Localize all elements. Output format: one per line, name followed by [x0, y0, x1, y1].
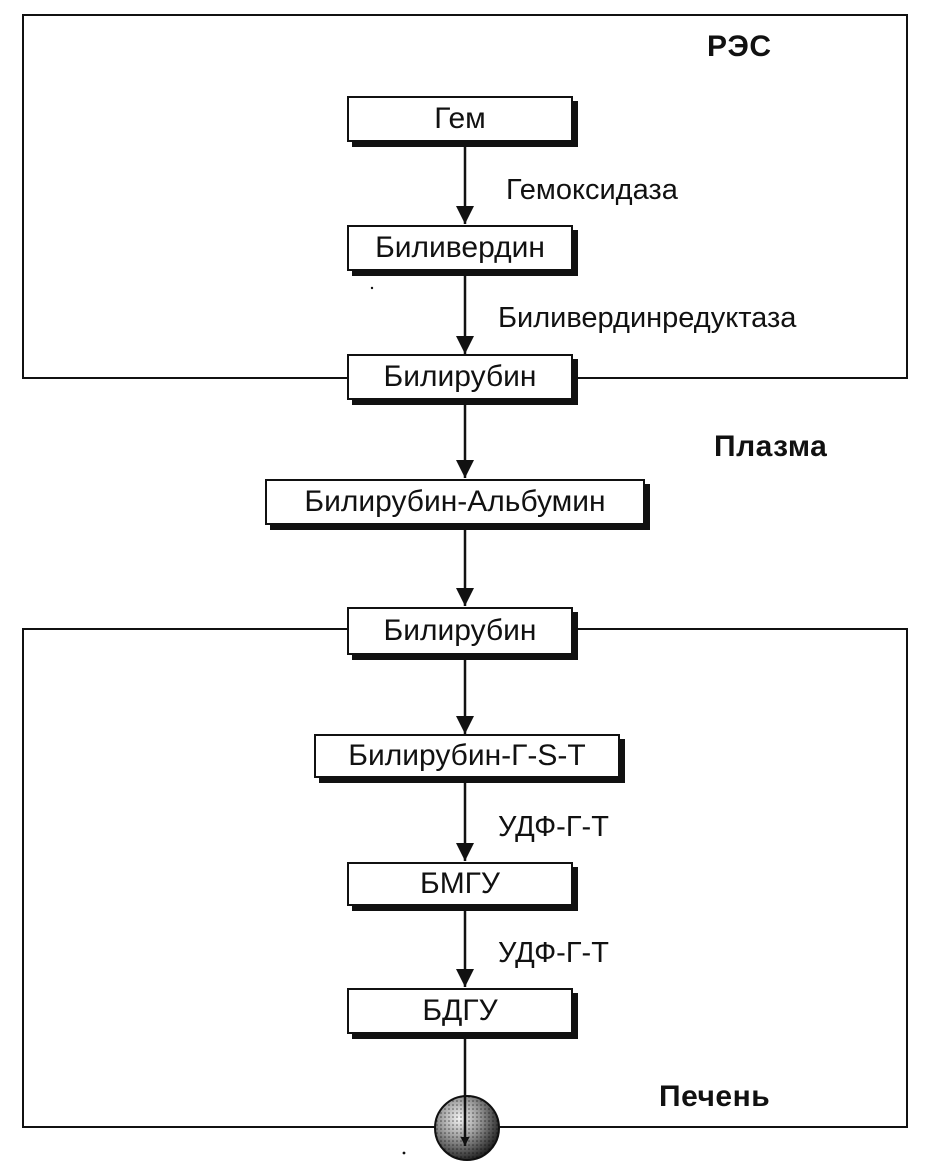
stippled-sphere-icon: [434, 1095, 500, 1161]
node-bilirubin-res: Билирубин: [347, 354, 573, 400]
enzyme-heme-oxygenase: Гемоксидаза: [506, 174, 678, 206]
node-bmgu: БМГУ: [347, 862, 573, 906]
liver-region-label: Печень: [659, 1080, 771, 1113]
node-bilirubin-gst: Билирубин-Г-S-Т: [314, 734, 620, 778]
res-region-label: РЭС: [707, 30, 772, 63]
enzyme-biliverdin-reductase: Биливердинредуктаза: [498, 302, 797, 334]
node-biliverdin: Биливердин: [347, 225, 573, 271]
node-bilirubin-albumin: Билирубин-Альбумин: [265, 479, 645, 525]
enzyme-udpgt-1: УДФ-Г-Т: [498, 811, 609, 843]
node-heme: Гем: [347, 96, 573, 142]
node-bdgu: БДГУ: [347, 988, 573, 1034]
enzyme-udpgt-2: УДФ-Г-Т: [498, 937, 609, 969]
plasma-region-label: Плазма: [714, 430, 828, 463]
node-bilirubin-liver: Билирубин: [347, 607, 573, 655]
